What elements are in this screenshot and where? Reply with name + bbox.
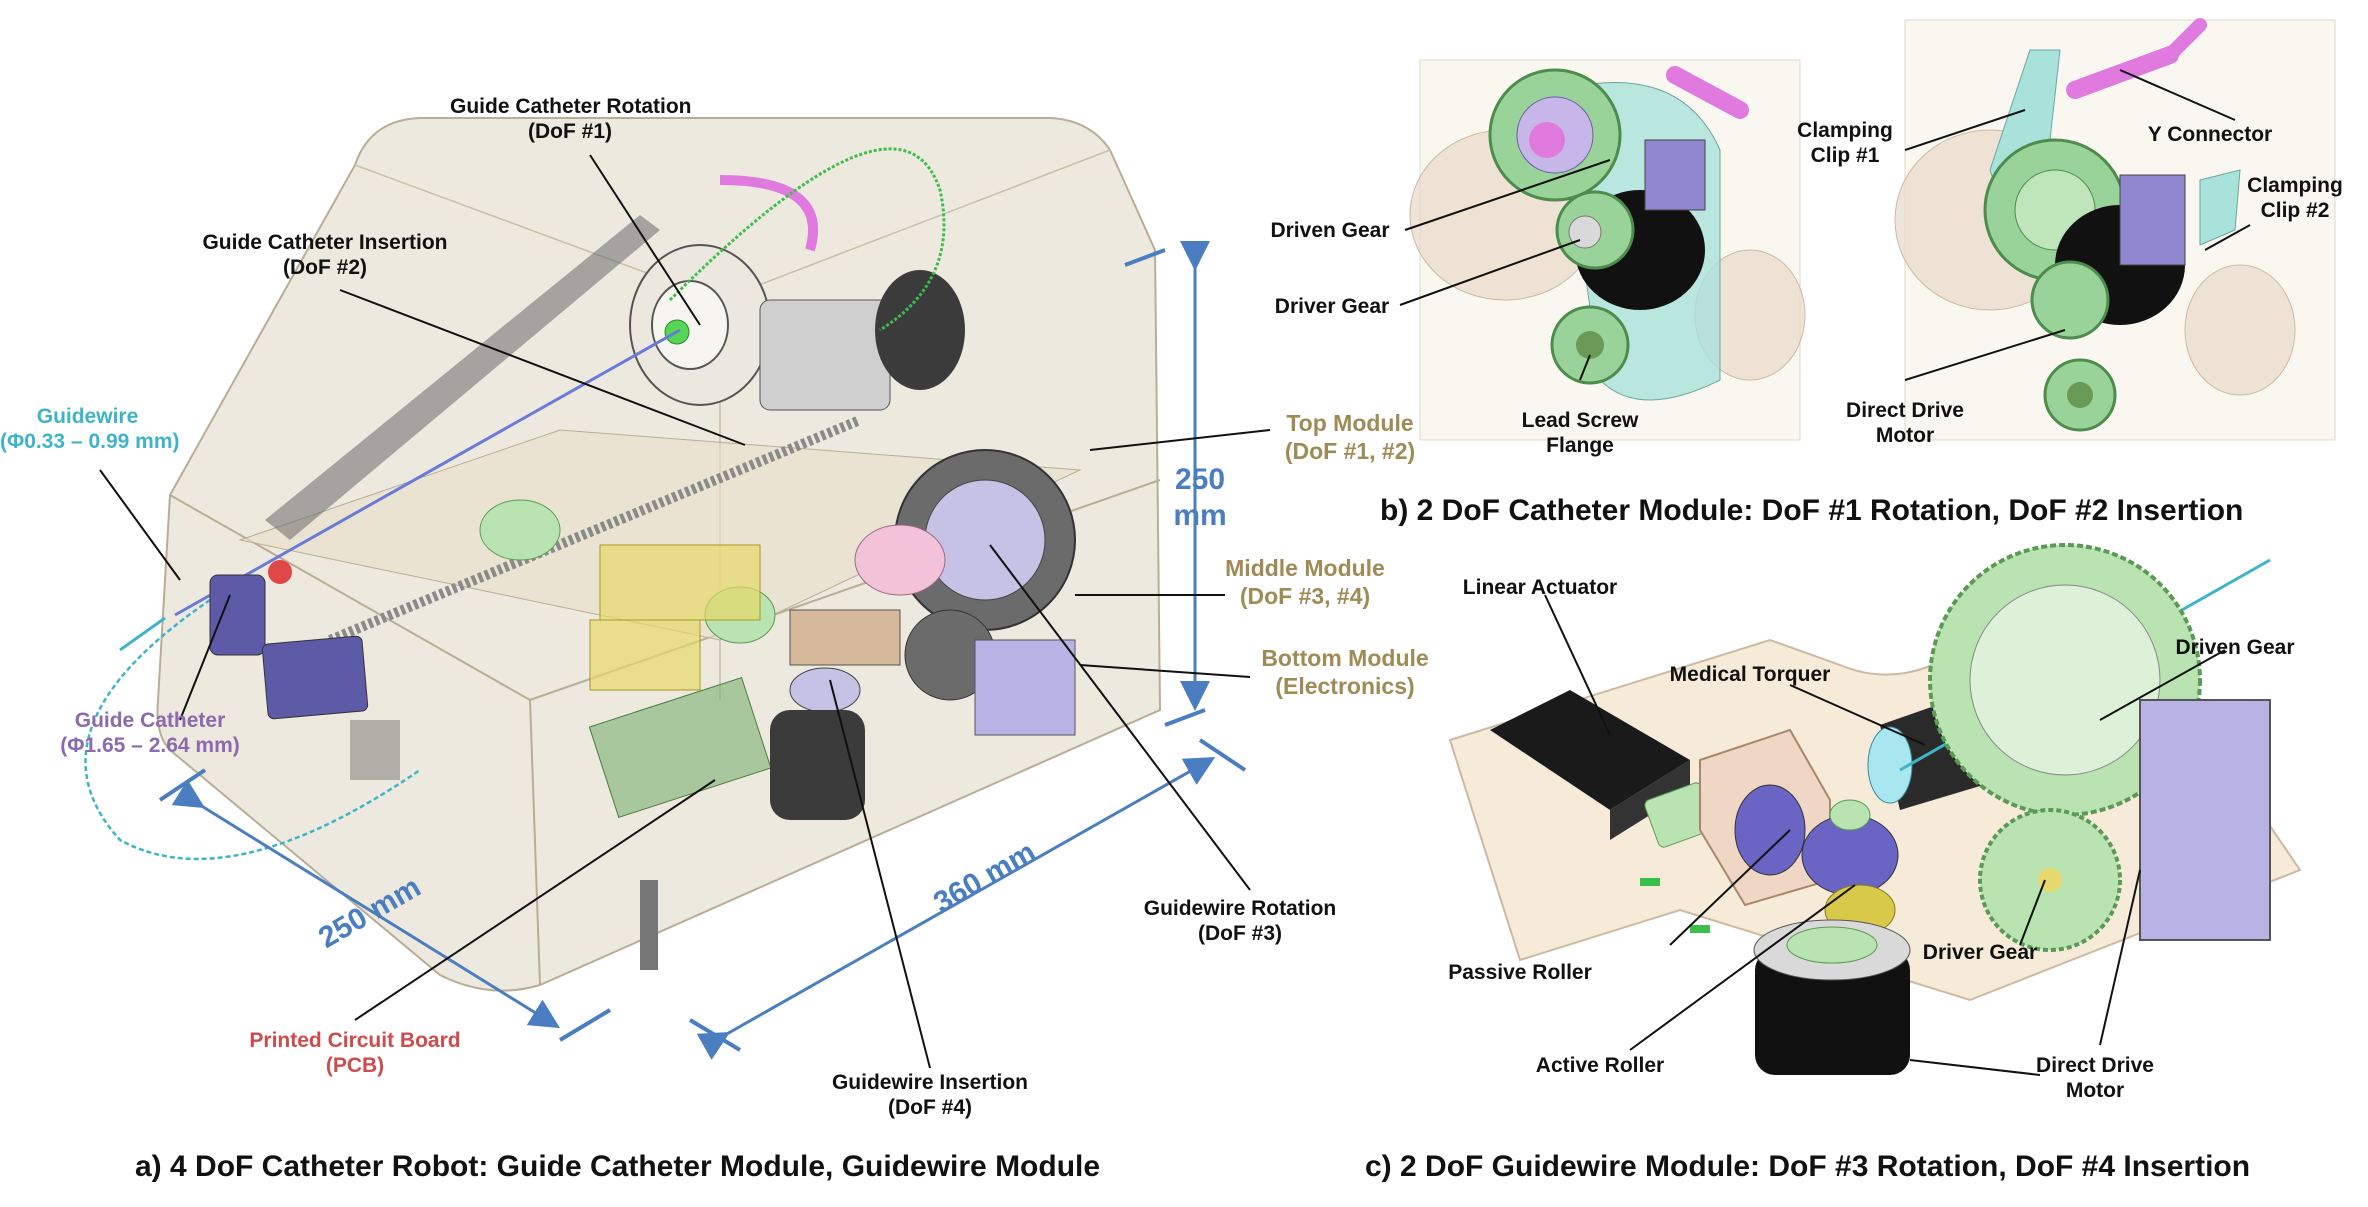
- dimension-lines: [158, 241, 1247, 1060]
- caption-panel-b: b) 2 DoF Catheter Module: DoF #1 Rotatio…: [1380, 494, 2244, 527]
- label-active-roller: Active Roller: [1535, 1054, 1665, 1077]
- label-gw-rotation: Guidewire Rotation(DoF #3): [1143, 897, 1337, 946]
- label-bottom-module: Bottom Module(Electronics): [1261, 645, 1429, 699]
- label-guidewire: Guidewire(Φ0.33 – 0.99 mm): [0, 405, 180, 454]
- label-pcb: Printed Circuit Board(PCB): [249, 1029, 461, 1078]
- label-middle-module: Middle Module(DoF #3, #4): [1225, 555, 1385, 609]
- label-y-connector: Y Connector: [2147, 123, 2273, 146]
- leader-lines-c: [1544, 594, 2226, 1076]
- label-guide-catheter: Guide Catheter(Φ1.65 – 2.64 mm): [60, 709, 240, 758]
- label-linear-actuator: Linear Actuator: [1462, 576, 1618, 599]
- caption-panel-a: a) 4 DoF Catheter Robot: Guide Catheter …: [135, 1150, 1101, 1183]
- label-c-driver-gear: Driver Gear: [1922, 941, 2038, 964]
- catheter-module-illustrations: [1409, 18, 2336, 441]
- leader-lines-a: [99, 154, 1271, 1069]
- label-b-driver-gear: Driver Gear: [1274, 295, 1390, 318]
- label-gc-insertion: Guide Catheter Insertion(DoF #2): [202, 231, 448, 280]
- label-b-driven-gear: Driven Gear: [1270, 219, 1390, 242]
- label-medical-torquer: Medical Torquer: [1669, 663, 1831, 686]
- guidewire-module-illustration: [1448, 543, 2302, 1075]
- label-c-driven-gear: Driven Gear: [2175, 636, 2295, 659]
- label-passive-roller: Passive Roller: [1448, 961, 1592, 984]
- label-gw-insertion: Guidewire Insertion(DoF #4): [831, 1071, 1029, 1120]
- robot-illustration: [84, 117, 1162, 992]
- label-top-module: Top Module(DoF #1, #2): [1284, 410, 1416, 464]
- leader-lines-b: [1399, 69, 2251, 381]
- label-gc-rotation: Guide Catheter Rotation(DoF #1): [450, 95, 692, 144]
- caption-panel-c: c) 2 DoF Guidewire Module: DoF #3 Rotati…: [1365, 1150, 2251, 1183]
